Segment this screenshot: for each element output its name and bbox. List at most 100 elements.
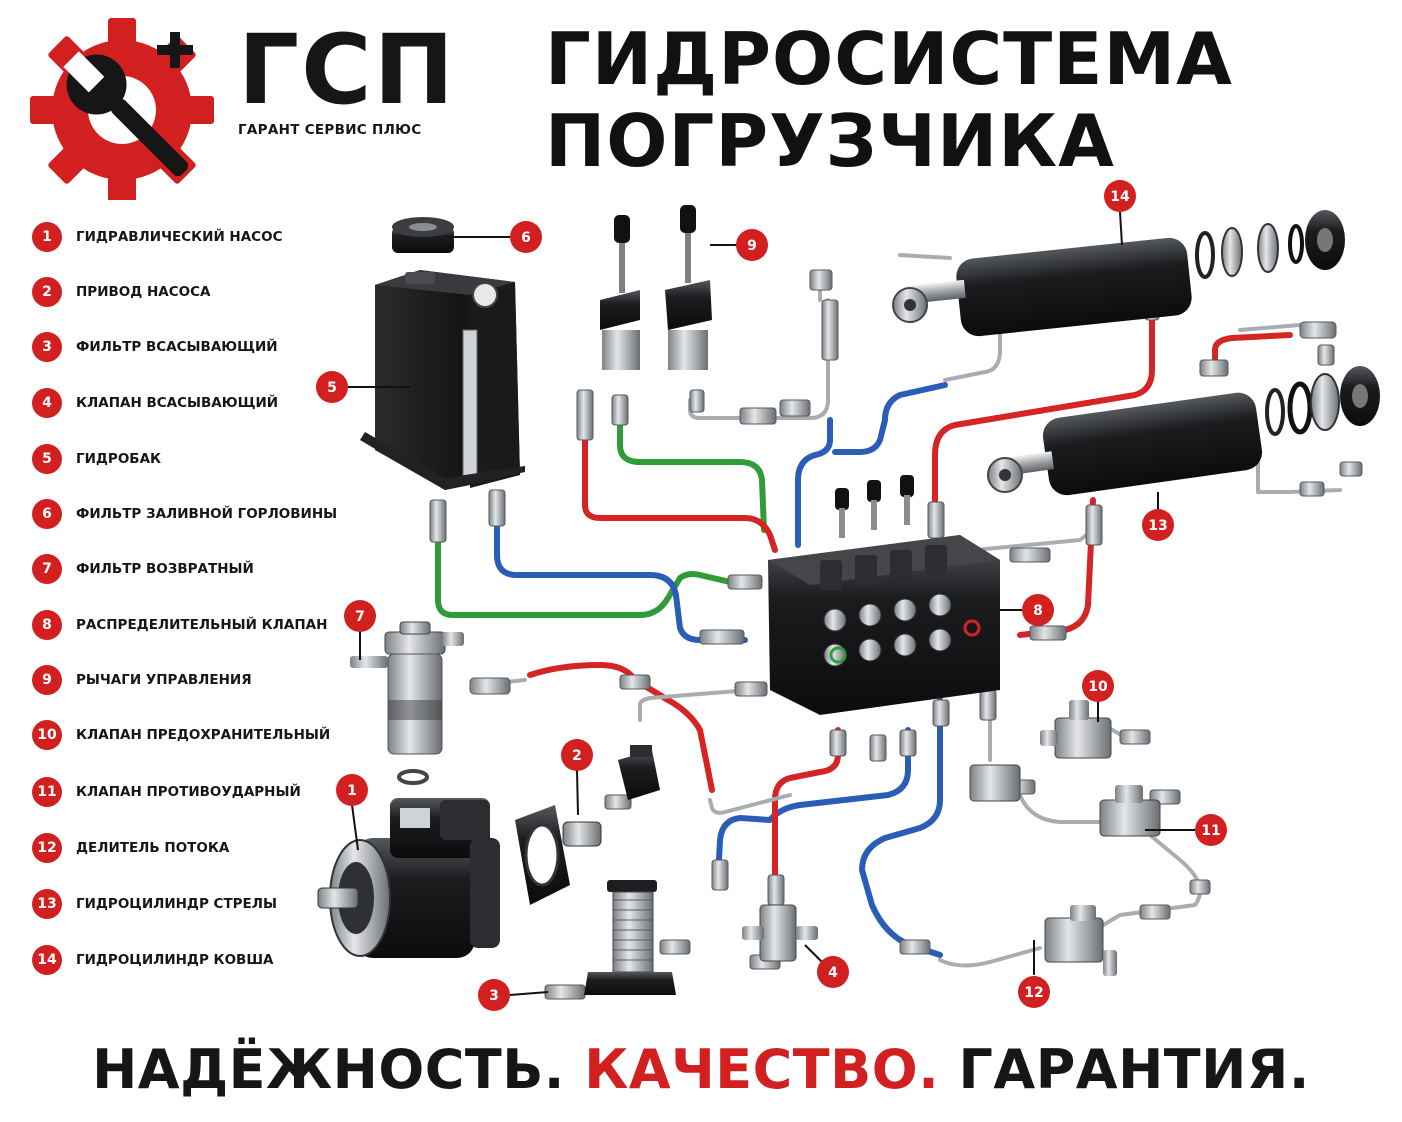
filler-cap [392,217,454,253]
legend-item: 4 КЛАПАН ВСАСЫВАЮЩИЙ [32,387,278,419]
callout-6: 6 [510,221,542,253]
legend-item: 5 ГИДРОБАК [32,443,161,475]
hydraulic-pump [317,798,500,958]
callout-4: 4 [817,956,849,988]
legend-number-badge: 14 [32,945,62,975]
legend-number-badge: 2 [32,277,62,307]
legend-item: 2 ПРИВОД НАСОСА [32,276,210,308]
callout-7: 7 [344,600,376,632]
legend-number-badge: 7 [32,554,62,584]
legend-number-badge: 12 [32,833,62,863]
legend-label: РЫЧАГИ УПРАВЛЕНИЯ [76,672,252,688]
legend-item: 11 КЛАПАН ПРОТИВОУДАРНЫЙ [32,776,301,808]
callout-number: 1 [347,783,357,799]
callout-9: 9 [736,229,768,261]
callout-14: 14 [1104,180,1136,212]
legend-item: 1 ГИДРАВЛИЧЕСКИЙ НАСОС [32,221,282,253]
legend-number-badge: 10 [32,720,62,750]
flow-divider [1044,905,1117,976]
hose-blue [494,382,948,958]
brand-block: ГСП ГАРАНТ СЕРВИС ПЛЮС [238,22,456,138]
callout-number: 13 [1148,518,1167,534]
suction-valve [742,904,818,962]
legend-item: 13 ГИДРОЦИЛИНДР СТРЕЛЫ [32,888,277,920]
legend-label: ФИЛЬТР ВСАСЫВАЮЩИЙ [76,339,278,355]
slogan-part-3: ГАРАНТИЯ. [958,1038,1310,1101]
brand-name: ГСП [238,14,456,126]
callout-12: 12 [1018,976,1050,1008]
legend-label: РАСПРЕДЕЛИТЕЛЬНЫЙ КЛАПАН [76,617,328,633]
callout-5: 5 [316,371,348,403]
callout-8: 8 [1022,594,1054,626]
legend-number-badge: 6 [32,499,62,529]
legend-number-badge: 11 [32,777,62,807]
hose-red [527,297,1293,883]
relief-valve [969,700,1112,802]
slogan: НАДЁЖНОСТЬ. КАЧЕСТВО. ГАРАНТИЯ. [0,1038,1402,1101]
pump-drive [515,745,660,905]
bucket-cylinder [892,210,1345,337]
callout-number: 10 [1088,679,1108,695]
legend-number-badge: 13 [32,889,62,919]
callout-13: 13 [1142,509,1174,541]
legend-label: ГИДРОБАК [76,451,162,467]
legend-label: КЛАПАН ПРОТИВОУДАРНЫЙ [76,784,301,800]
legend-label: ПРИВОД НАСОСА [76,284,211,300]
legend-label: КЛАПАН ВСАСЫВАЮЩИЙ [76,395,279,411]
title-line-2: ПОГРУЗЧИКА [545,99,1115,183]
callout-number: 7 [355,609,365,625]
legend-item: 7 ФИЛЬТР ВОЗВРАТНЫЙ [32,553,254,585]
callout-number: 5 [327,380,337,396]
hydraulic-tank [360,270,525,490]
slogan-part-1: НАДЁЖНОСТЬ. [92,1038,565,1101]
legend-number-badge: 5 [32,444,62,474]
legend-number-badge: 9 [32,665,62,695]
control-levers [600,205,712,370]
callout-number: 9 [747,238,757,254]
callout-number: 11 [1201,823,1220,839]
legend-label: ГИДРАВЛИЧЕСКИЙ НАСОС [76,229,283,245]
legend-label: КЛАПАН ПРЕДОХРАНИТЕЛЬНЫЙ [76,727,331,743]
slogan-part-2: КАЧЕСТВО. [584,1038,940,1101]
callout-number: 3 [489,988,499,1004]
legend-item: 12 ДЕЛИТЕЛЬ ПОТОКА [32,832,229,864]
callout-badges: 6 5 9 14 13 8 7 10 11 12 1 2 3 4 [316,180,1227,1011]
legend-label: ДЕЛИТЕЛЬ ПОТОКА [76,840,230,856]
legend-number-badge: 1 [32,222,62,252]
boom-cylinder [987,366,1380,496]
logo-gear-wrench-icon [30,18,214,200]
callout-2: 2 [561,739,593,771]
legend-item: 6 ФИЛЬТР ЗАЛИВНОЙ ГОРЛОВИНЫ [32,498,337,530]
hose-green [435,407,767,618]
legend-label: ФИЛЬТР ВОЗВРАТНЫЙ [76,561,254,577]
legend-number-badge: 8 [32,610,62,640]
legend-item: 10 КЛАПАН ПРЕДОХРАНИТЕЛЬНЫЙ [32,719,330,751]
return-filter [350,621,464,785]
callout-number: 14 [1110,189,1130,205]
brand-tagline: ГАРАНТ СЕРВИС ПЛЮС [238,122,422,138]
callout-number: 8 [1033,603,1043,619]
hose-fittings [429,269,1363,1000]
legend-label: ГИДРОЦИЛИНДР СТРЕЛЫ [76,896,277,912]
suction-filter [584,880,676,995]
callout-number: 6 [521,230,531,246]
legend-item: 8 РАСПРЕДЕЛИТЕЛЬНЫЙ КЛАПАН [32,609,327,641]
page-title: ГИДРОСИСТЕМА ПОГРУЗЧИКА [545,18,1233,182]
anti-shock-valve [1099,785,1161,837]
callout-1: 1 [336,774,368,806]
callout-11: 11 [1195,814,1227,846]
legend-label: ФИЛЬТР ЗАЛИВНОЙ ГОРЛОВИНЫ [76,506,338,522]
legend-item: 9 РЫЧАГИ УПРАВЛЕНИЯ [32,664,252,696]
legend-number-badge: 4 [32,388,62,418]
callout-3: 3 [478,979,510,1011]
callout-number: 12 [1024,985,1043,1001]
callout-number: 4 [828,965,838,981]
callout-10: 10 [1082,670,1114,702]
callout-leaders [348,211,1195,996]
callout-number: 2 [572,748,582,764]
distribution-valve [768,475,1000,715]
